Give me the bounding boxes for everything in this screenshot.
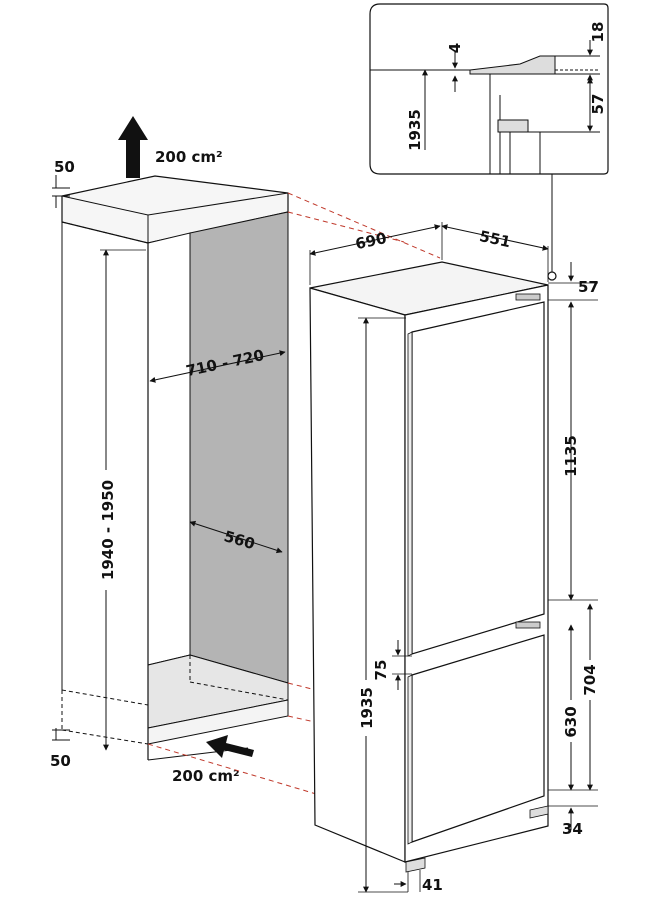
- total-height-label: 1935: [358, 687, 376, 729]
- bottom-gap-label: 50: [50, 752, 71, 770]
- detail-hinge-height-label: 18: [589, 22, 607, 43]
- appliance-depth-label: 690: [354, 229, 388, 253]
- top-vent-label: 200 cm²: [155, 148, 223, 166]
- foot-depth-label: 34: [562, 820, 583, 838]
- detail-height-label: 1935: [406, 109, 424, 151]
- detail-hinge-offset-label: 57: [589, 94, 607, 115]
- lower-door-label: 630: [562, 706, 580, 737]
- door-gap-label: 75: [372, 660, 390, 681]
- height-range-label: 1940 - 1950: [99, 480, 117, 580]
- top-offset-label: 57: [578, 278, 599, 296]
- appliance-width-label: 551: [478, 227, 512, 251]
- cabinet-niche: 200 cm² 200 cm² 50 50 710 - 720 560 1940…: [50, 116, 289, 785]
- hinge-detail-box: 4 18 57 1935: [369, 3, 609, 281]
- top-gap-label: 50: [54, 158, 75, 176]
- lower-block-label: 704: [581, 664, 599, 695]
- foot-width-label: 41: [422, 876, 443, 894]
- bottom-vent-label: 200 cm²: [172, 767, 240, 785]
- fridge-appliance: 690 551 57 1135 704 630 34 75: [309, 222, 599, 894]
- upper-door-label: 1135: [562, 435, 580, 477]
- detail-gap-label: 4: [446, 43, 464, 53]
